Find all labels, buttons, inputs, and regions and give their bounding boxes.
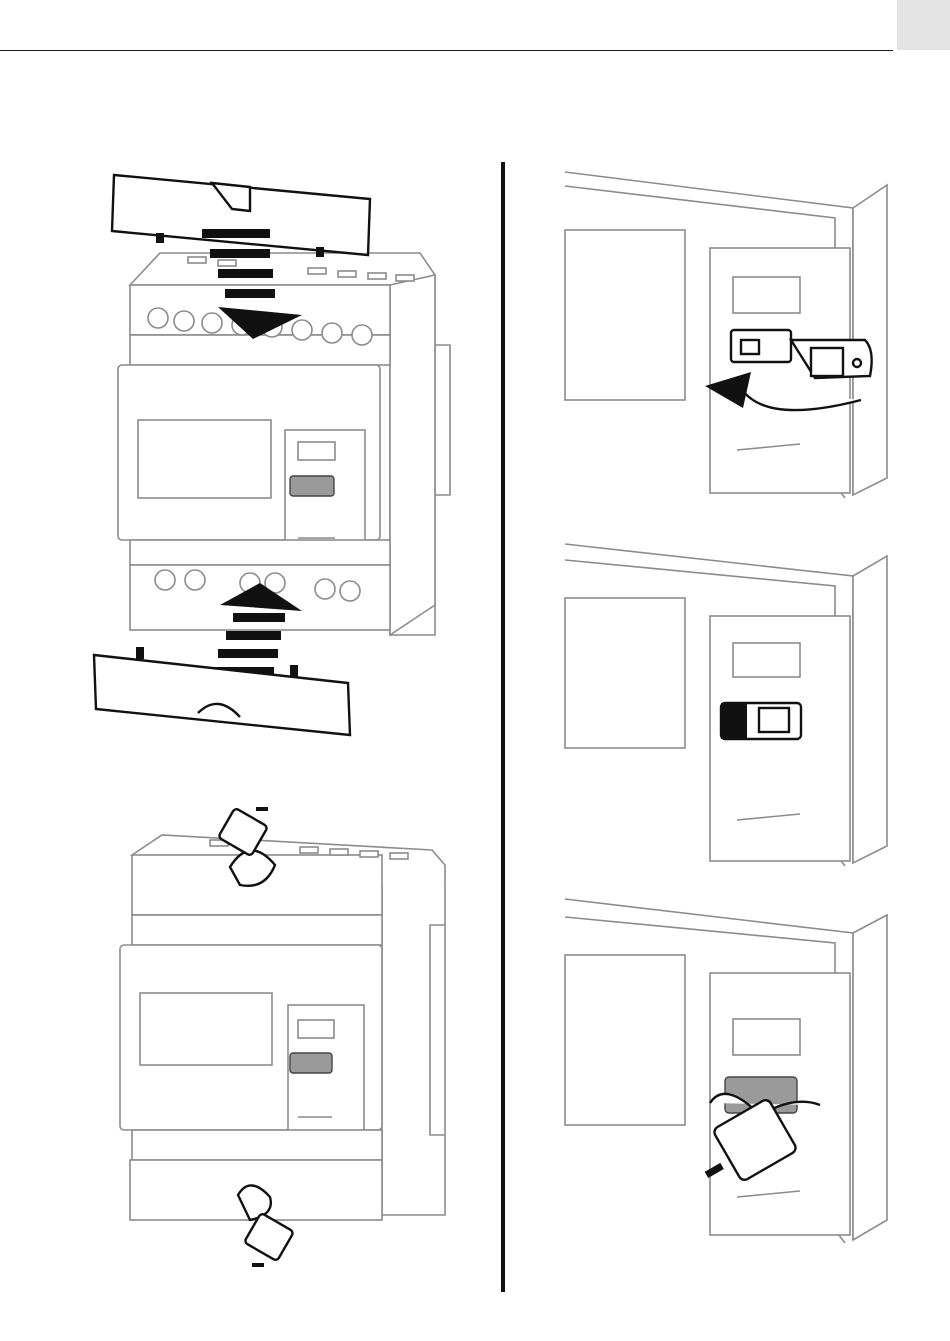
fig-latch-closed — [565, 538, 890, 868]
meter-device-icon — [118, 253, 450, 635]
column-divider — [501, 162, 505, 1292]
panel-detail-icon — [565, 899, 887, 1243]
terminal-cover-bottom-icon — [94, 647, 350, 735]
fig-cover-assembly — [70, 165, 470, 745]
latch-closed-icon — [721, 703, 801, 739]
terminal-cover-top-icon — [112, 175, 370, 257]
fig-latch-sealed — [565, 895, 890, 1245]
page-tab — [897, 0, 950, 50]
fig-sealed-meter — [100, 805, 470, 1285]
header-rule — [0, 50, 893, 51]
meter-device-icon — [120, 835, 445, 1220]
panel-detail-icon — [565, 172, 887, 498]
fig-rotate-latch — [565, 150, 890, 500]
